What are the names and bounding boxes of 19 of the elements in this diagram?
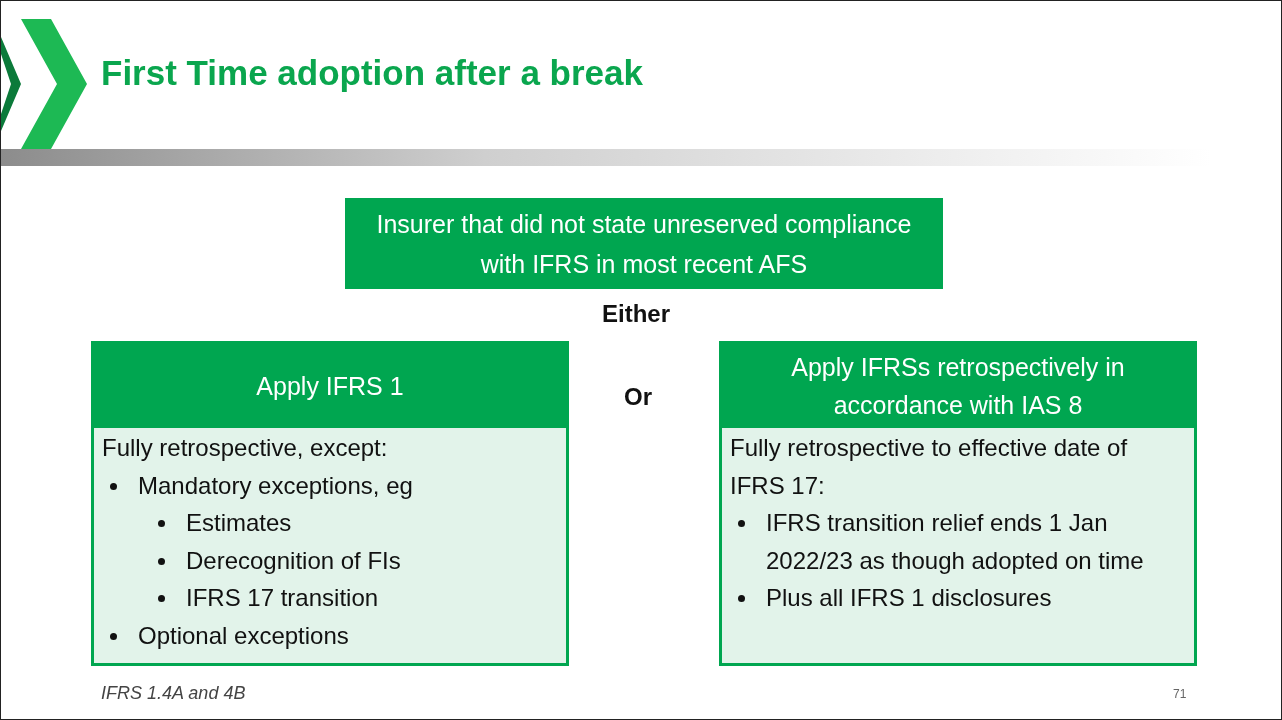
option-card: [91, 341, 569, 666]
bullet-item: Derecognition of FIs: [102, 541, 558, 579]
intro-text: Fully retrospective, except:: [102, 433, 389, 463]
page-number: 71: [1173, 687, 1187, 701]
process-box: Insurer that did not state unreserved compliance with IFRS in most recent AFS: [345, 198, 943, 289]
card-heading: Apply IFRS 1: [94, 344, 566, 428]
bullet-item: Estimates: [102, 504, 558, 542]
option-card: [719, 341, 1197, 666]
bullet-item: IFRS transition relief ends 1 Jan 2022/23 as though adopted on time: [730, 504, 1186, 579]
bullet-item: Mandatory exceptions, eg: [102, 466, 558, 504]
card-heading: Apply IFRSs retrospectively in accordance with IAS 8: [722, 344, 1194, 428]
slide-title: First Time adoption after a break: [101, 53, 643, 93]
bullet-item: Optional exceptions: [102, 616, 558, 654]
connector-word: Either: [602, 300, 670, 328]
connector-word: Or: [624, 383, 652, 411]
bullet-item: Plus all IFRS 1 disclosures: [730, 579, 1186, 617]
bullet-item: IFRS 17 transition: [102, 579, 558, 617]
source-note: IFRS 1.4A and 4B: [101, 683, 246, 704]
intro-text: Fully retrospective to effective date of IFRS 17:: [730, 433, 1129, 501]
